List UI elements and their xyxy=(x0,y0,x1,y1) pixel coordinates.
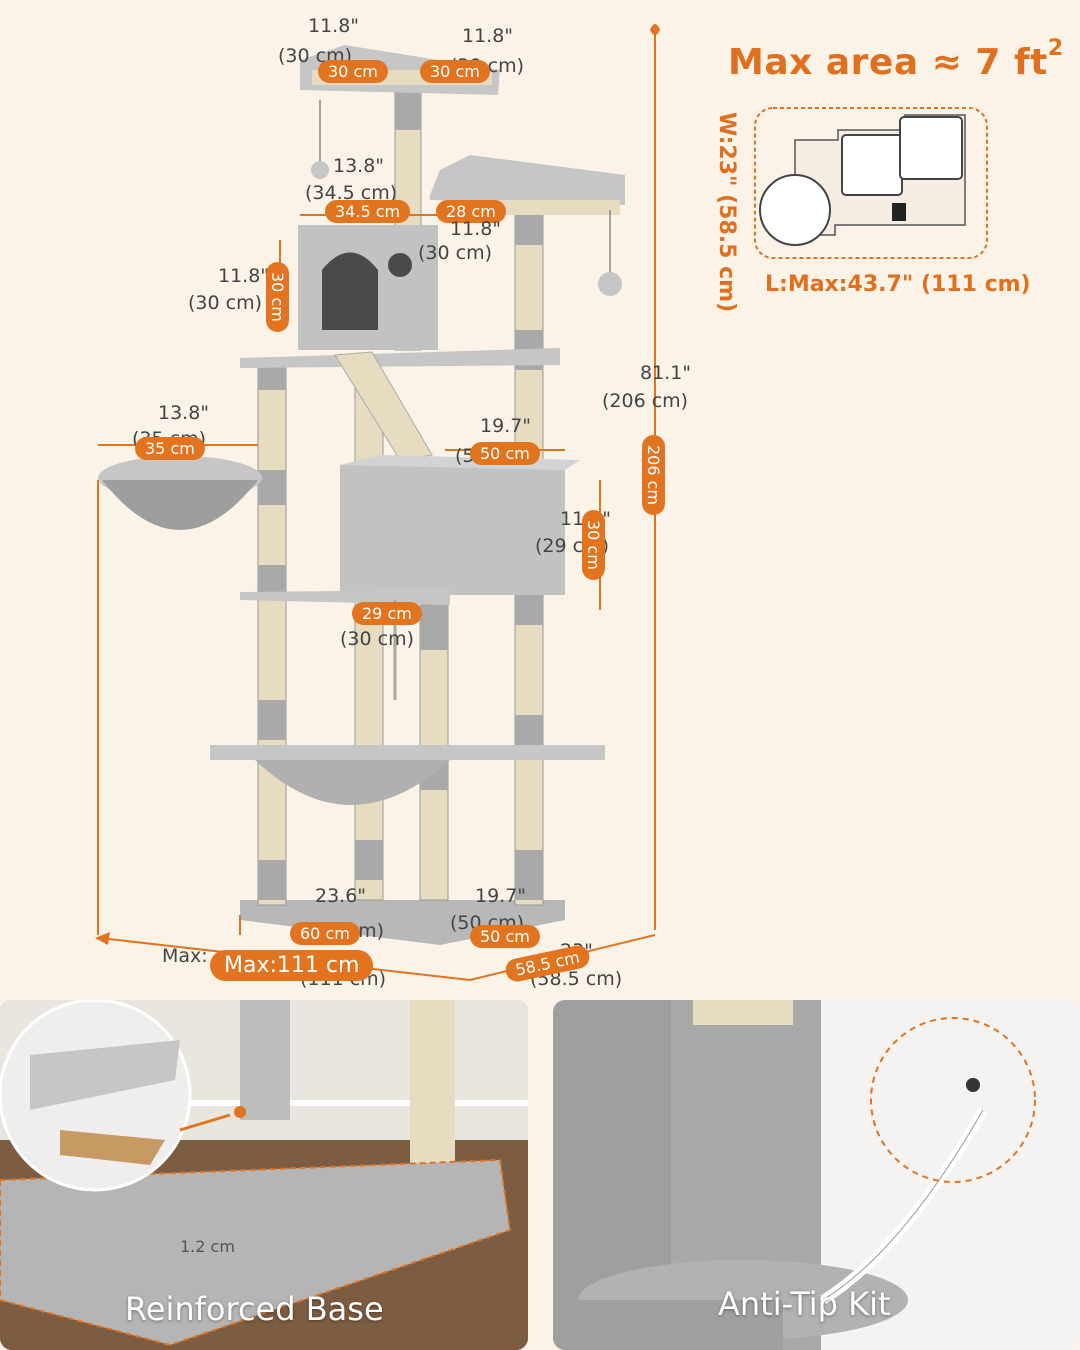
footprint-length-label: L:Max:43.7" (111 cm) xyxy=(765,272,1031,297)
max-area-title: Max area ≈ 7 ft2 xyxy=(728,36,1064,83)
footprint-width-label: W:23" (58.5 cm) xyxy=(714,112,739,313)
reinforced-base-panel: 1.2 cm Reinforced Base xyxy=(0,1000,528,1350)
dim-condo-width-inch: 13.8" xyxy=(333,155,385,177)
dim-base-width-pill: 60 cm xyxy=(290,922,360,945)
dim-condo-width-cm: (34.5 cm) xyxy=(305,182,398,204)
dim-total-height-pill: 206 cm xyxy=(642,435,665,516)
dim-box-height-pill: 30 cm xyxy=(582,510,605,580)
dim-top-right-inch: 11.8" xyxy=(462,25,514,47)
dim-box-depth-cm: (30 cm) xyxy=(340,628,414,650)
dim-condo-height-inch: 11.8" xyxy=(218,265,270,287)
dim-max-length-inch: Max: xyxy=(162,945,208,967)
board-thickness-label: 1.2 cm xyxy=(180,1237,235,1256)
dim-basket-inch: 13.8" xyxy=(158,402,210,424)
dim-base-depth-inch: 19.7" xyxy=(475,885,527,907)
dim-max-length-pill: Max:111 cm xyxy=(210,950,374,981)
anti-tip-kit-panel: Anti-Tip Kit xyxy=(553,1000,1080,1350)
dim-top-left-inch: 11.8" xyxy=(308,15,360,37)
dim-upper-platform-inch: 11.8" xyxy=(450,218,502,240)
dim-top-left-pill: 30 cm xyxy=(318,60,388,83)
dim-box-width-inch: 19.7" xyxy=(480,415,532,437)
dim-upper-platform-pill: 28 cm xyxy=(436,200,506,223)
dim-total-height-inch: 81.1" xyxy=(640,362,692,384)
dim-condo-height-cm: (30 cm) xyxy=(188,292,262,314)
anti-tip-kit-caption: Anti-Tip Kit xyxy=(718,1285,891,1323)
cat-tree-illustration xyxy=(95,24,660,981)
dim-condo-height-pill: 30 cm xyxy=(266,262,289,332)
dim-box-depth-pill: 29 cm xyxy=(352,602,422,625)
dim-upper-platform-cm: (30 cm) xyxy=(418,242,492,264)
dim-base-width-inch: 23.6" xyxy=(315,885,367,907)
dim-base-depth-pill: 50 cm xyxy=(470,925,540,948)
dim-box-width-pill: 50 cm xyxy=(470,442,540,465)
footprint-diagram xyxy=(754,107,988,259)
dim-condo-width-pill: 34.5 cm xyxy=(325,200,411,223)
dim-basket-pill: 35 cm xyxy=(135,437,205,460)
reinforced-base-caption: Reinforced Base xyxy=(125,1290,384,1328)
dim-top-right-pill: 30 cm xyxy=(420,60,490,83)
dim-total-height-cm: (206 cm) xyxy=(602,390,689,412)
